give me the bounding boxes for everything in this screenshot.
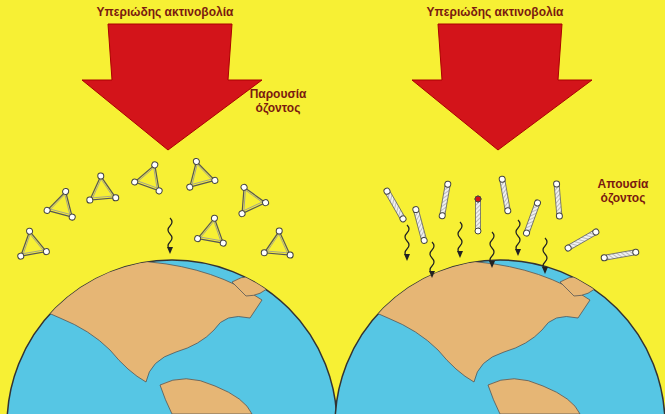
uv-waves	[404, 220, 548, 278]
earth-globe	[7, 258, 337, 414]
radiation-label: Υπεριώδης ακτινοβολία	[65, 6, 265, 20]
uv-arrow	[412, 24, 592, 150]
earth-globe	[335, 258, 665, 414]
ozone-molecules	[13, 154, 295, 259]
ozone-label: Παρουσία όζοντος	[236, 88, 320, 116]
ozone-label: Απουσία όζοντος	[585, 178, 661, 206]
radiation-label: Υπεριώδης ακτινοβολία	[395, 6, 595, 20]
uv-arrow	[82, 24, 262, 150]
